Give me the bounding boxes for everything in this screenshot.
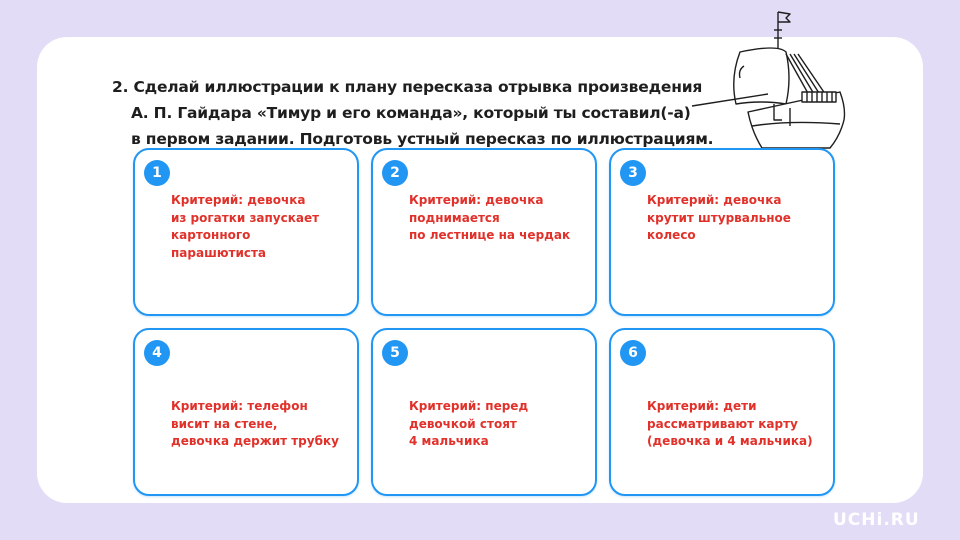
task-line-3: в первом задании. Подготовь устный перес… <box>131 130 714 148</box>
box-number: 2 <box>382 160 408 186</box>
box-number: 1 <box>144 160 170 186</box>
uchi-logo: UCHi.RU <box>833 510 920 530</box>
task-line-2: А. П. Гайдара «Тимур и его команда», кот… <box>131 104 691 122</box>
box-number: 4 <box>144 340 170 366</box>
box-number: 6 <box>620 340 646 366</box>
task-text: 2. Сделай иллюстрации к плану пересказа … <box>112 74 752 152</box>
sailing-ship-icon <box>691 11 846 149</box>
box-number: 5 <box>382 340 408 366</box>
task-line-1: 2. Сделай иллюстрации к плану пересказа … <box>112 78 703 96</box>
box-number: 3 <box>620 160 646 186</box>
